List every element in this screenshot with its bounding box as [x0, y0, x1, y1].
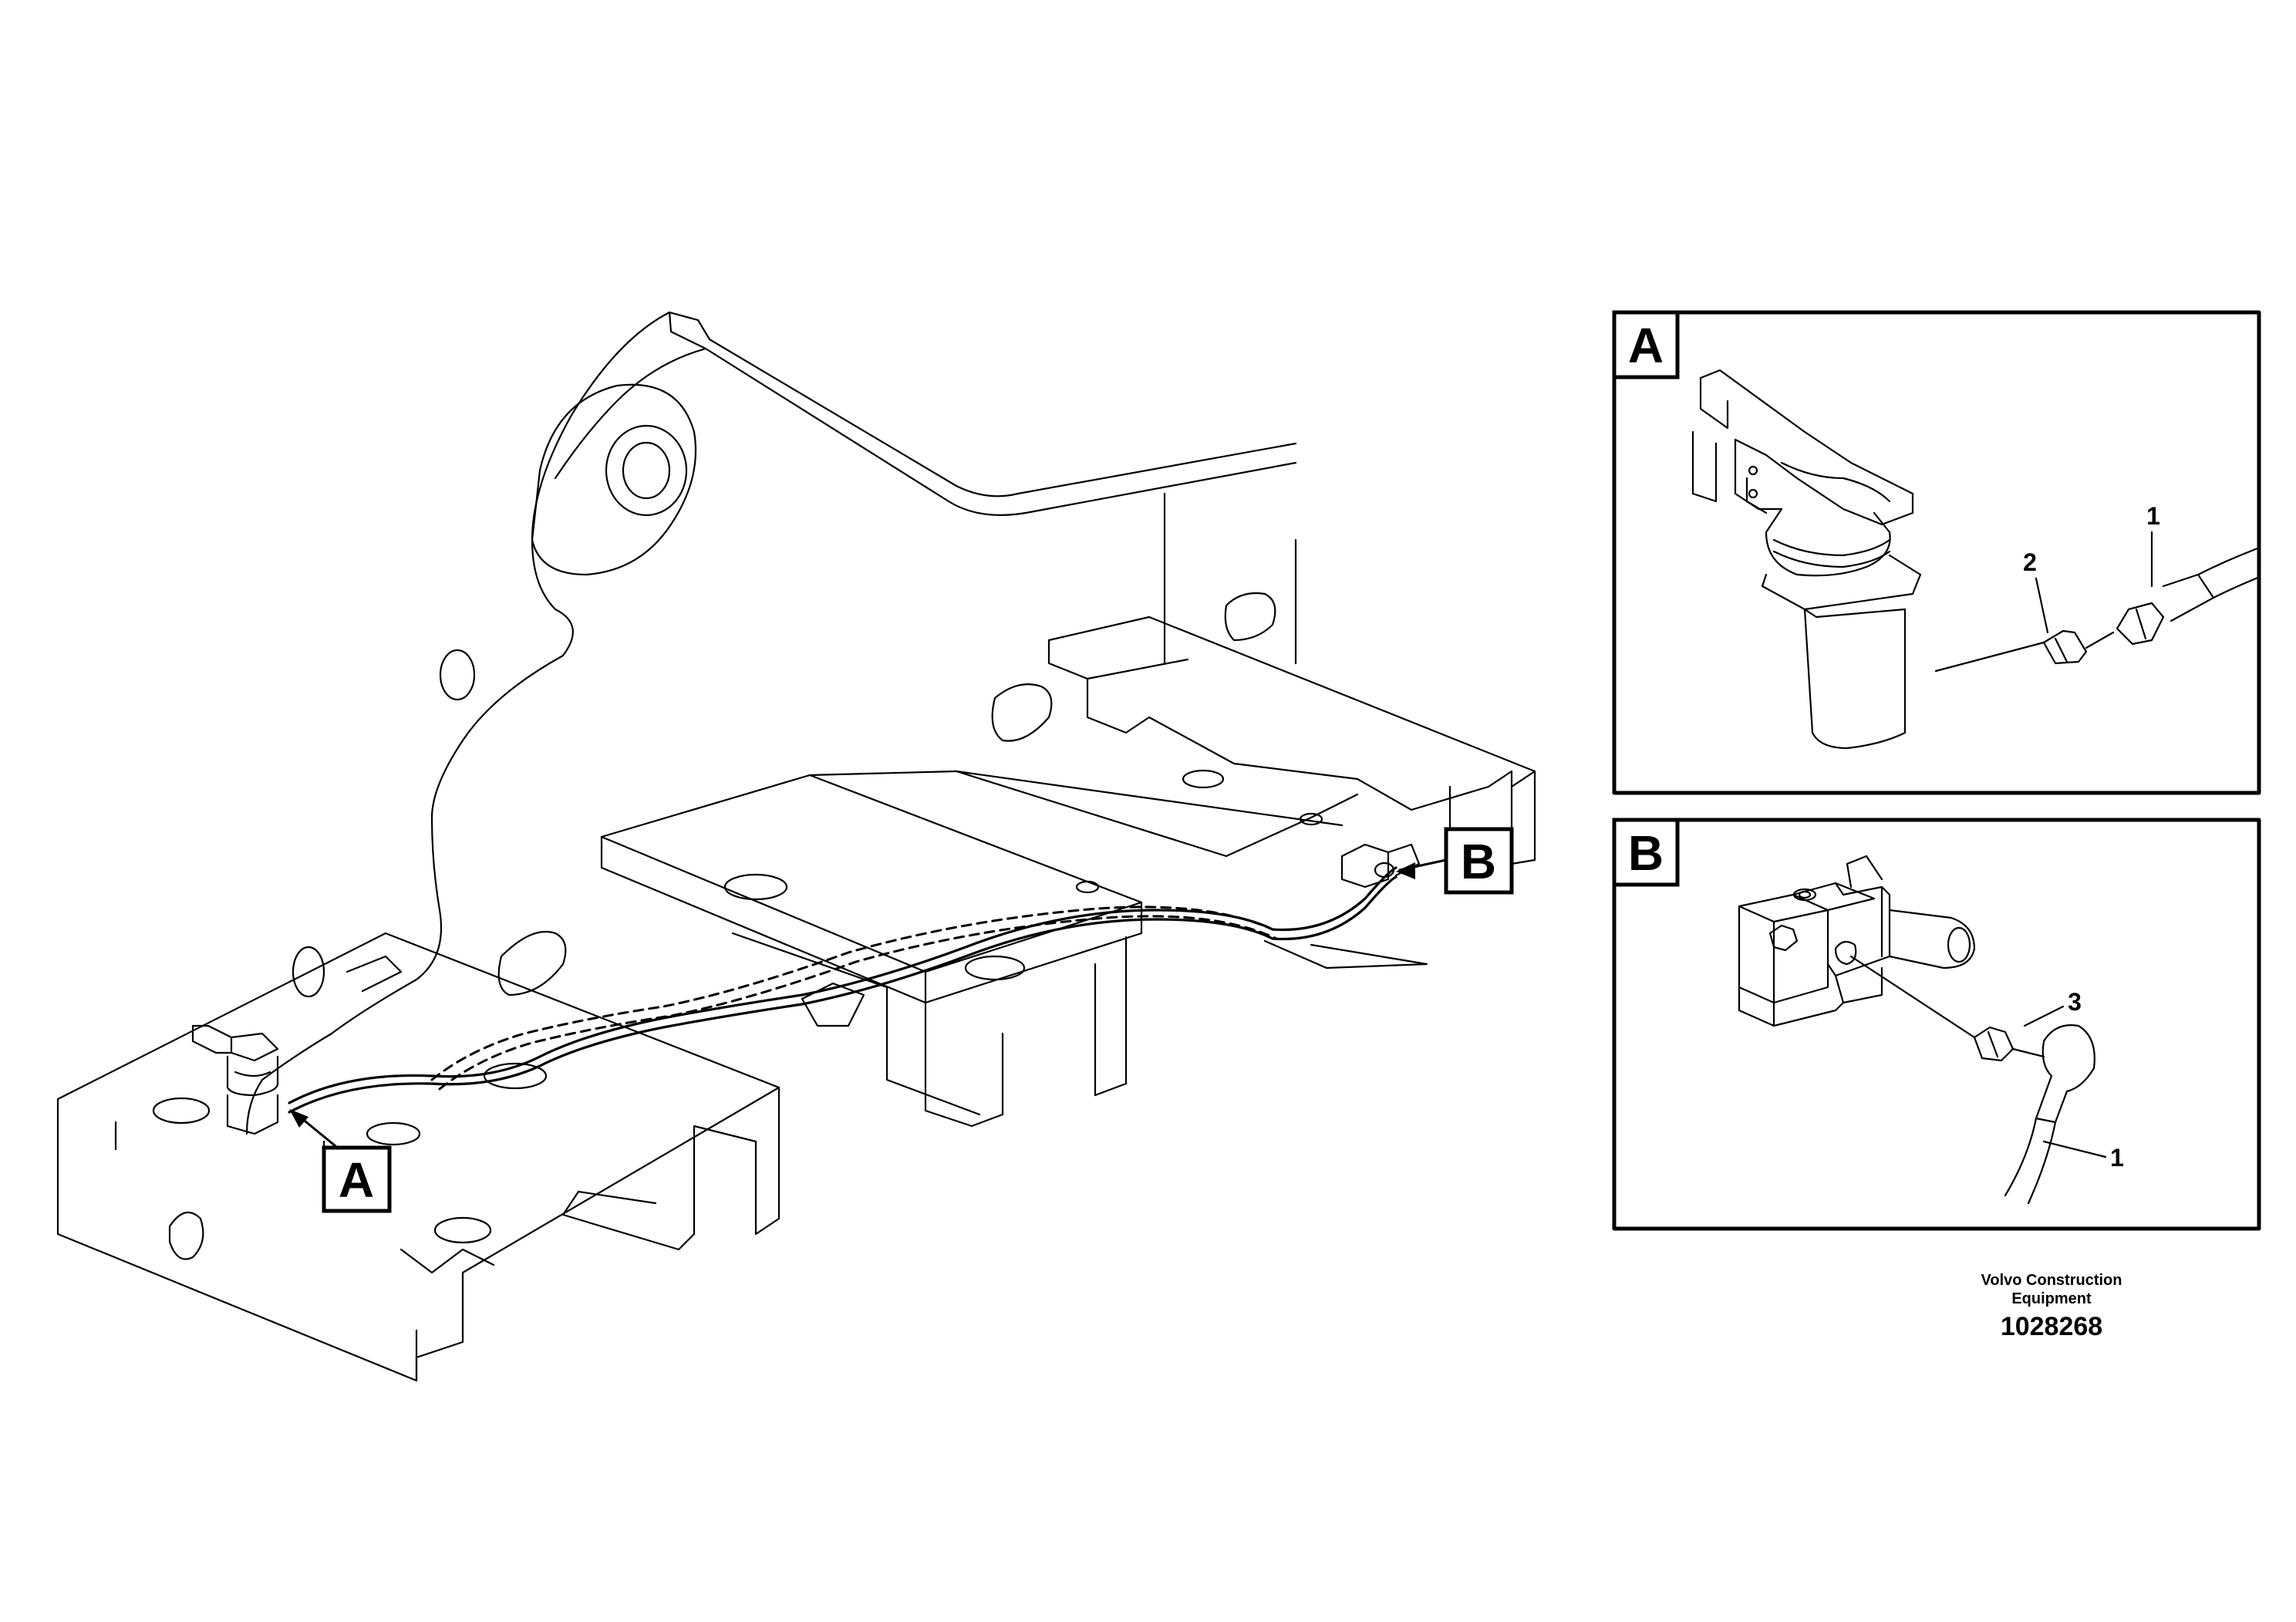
callout-a-main: A: [322, 1145, 392, 1213]
detail-b-frame: [1612, 818, 2261, 1231]
callout-b-label: B: [1461, 834, 1496, 889]
hose-solid-upper: [288, 866, 1397, 1104]
part-number-b-1: 1: [2110, 1144, 2124, 1172]
detail-b-label: B: [1628, 825, 1664, 881]
valve-main: [1340, 843, 1390, 889]
detail-a-frame: [1612, 310, 2261, 795]
machine-frame: [56, 311, 1536, 1382]
detail-b-drawing: [1738, 855, 2107, 1205]
pedal-main: [191, 1024, 233, 1054]
hose-hidden-upper: [430, 905, 1274, 1081]
upper-lug: [531, 383, 697, 576]
callout-a-label: A: [339, 1152, 374, 1208]
hose-hidden-lower: [438, 915, 1278, 1091]
hydraulic-hose-route: [288, 843, 1421, 1114]
detail-a-label-box: A: [1612, 310, 1680, 379]
drawing-number: 1028268: [2000, 1312, 2103, 1341]
boom-bracket: [668, 311, 1297, 516]
part-number-a-1: 1: [2146, 502, 2160, 530]
part-number-a-2: 2: [2023, 548, 2037, 576]
front-box: [56, 932, 781, 1274]
detail-a-label: A: [1628, 318, 1664, 373]
caption-company-line1: Volvo Construction: [1981, 1272, 2122, 1289]
caption-company-line2: Equipment: [2011, 1290, 2092, 1307]
detail-a-drawing: [1691, 369, 2261, 750]
detail-b-label-box: B: [1612, 818, 1680, 887]
part-number-b-3: 3: [2068, 988, 2082, 1016]
callout-b-main: B: [1444, 827, 1514, 895]
